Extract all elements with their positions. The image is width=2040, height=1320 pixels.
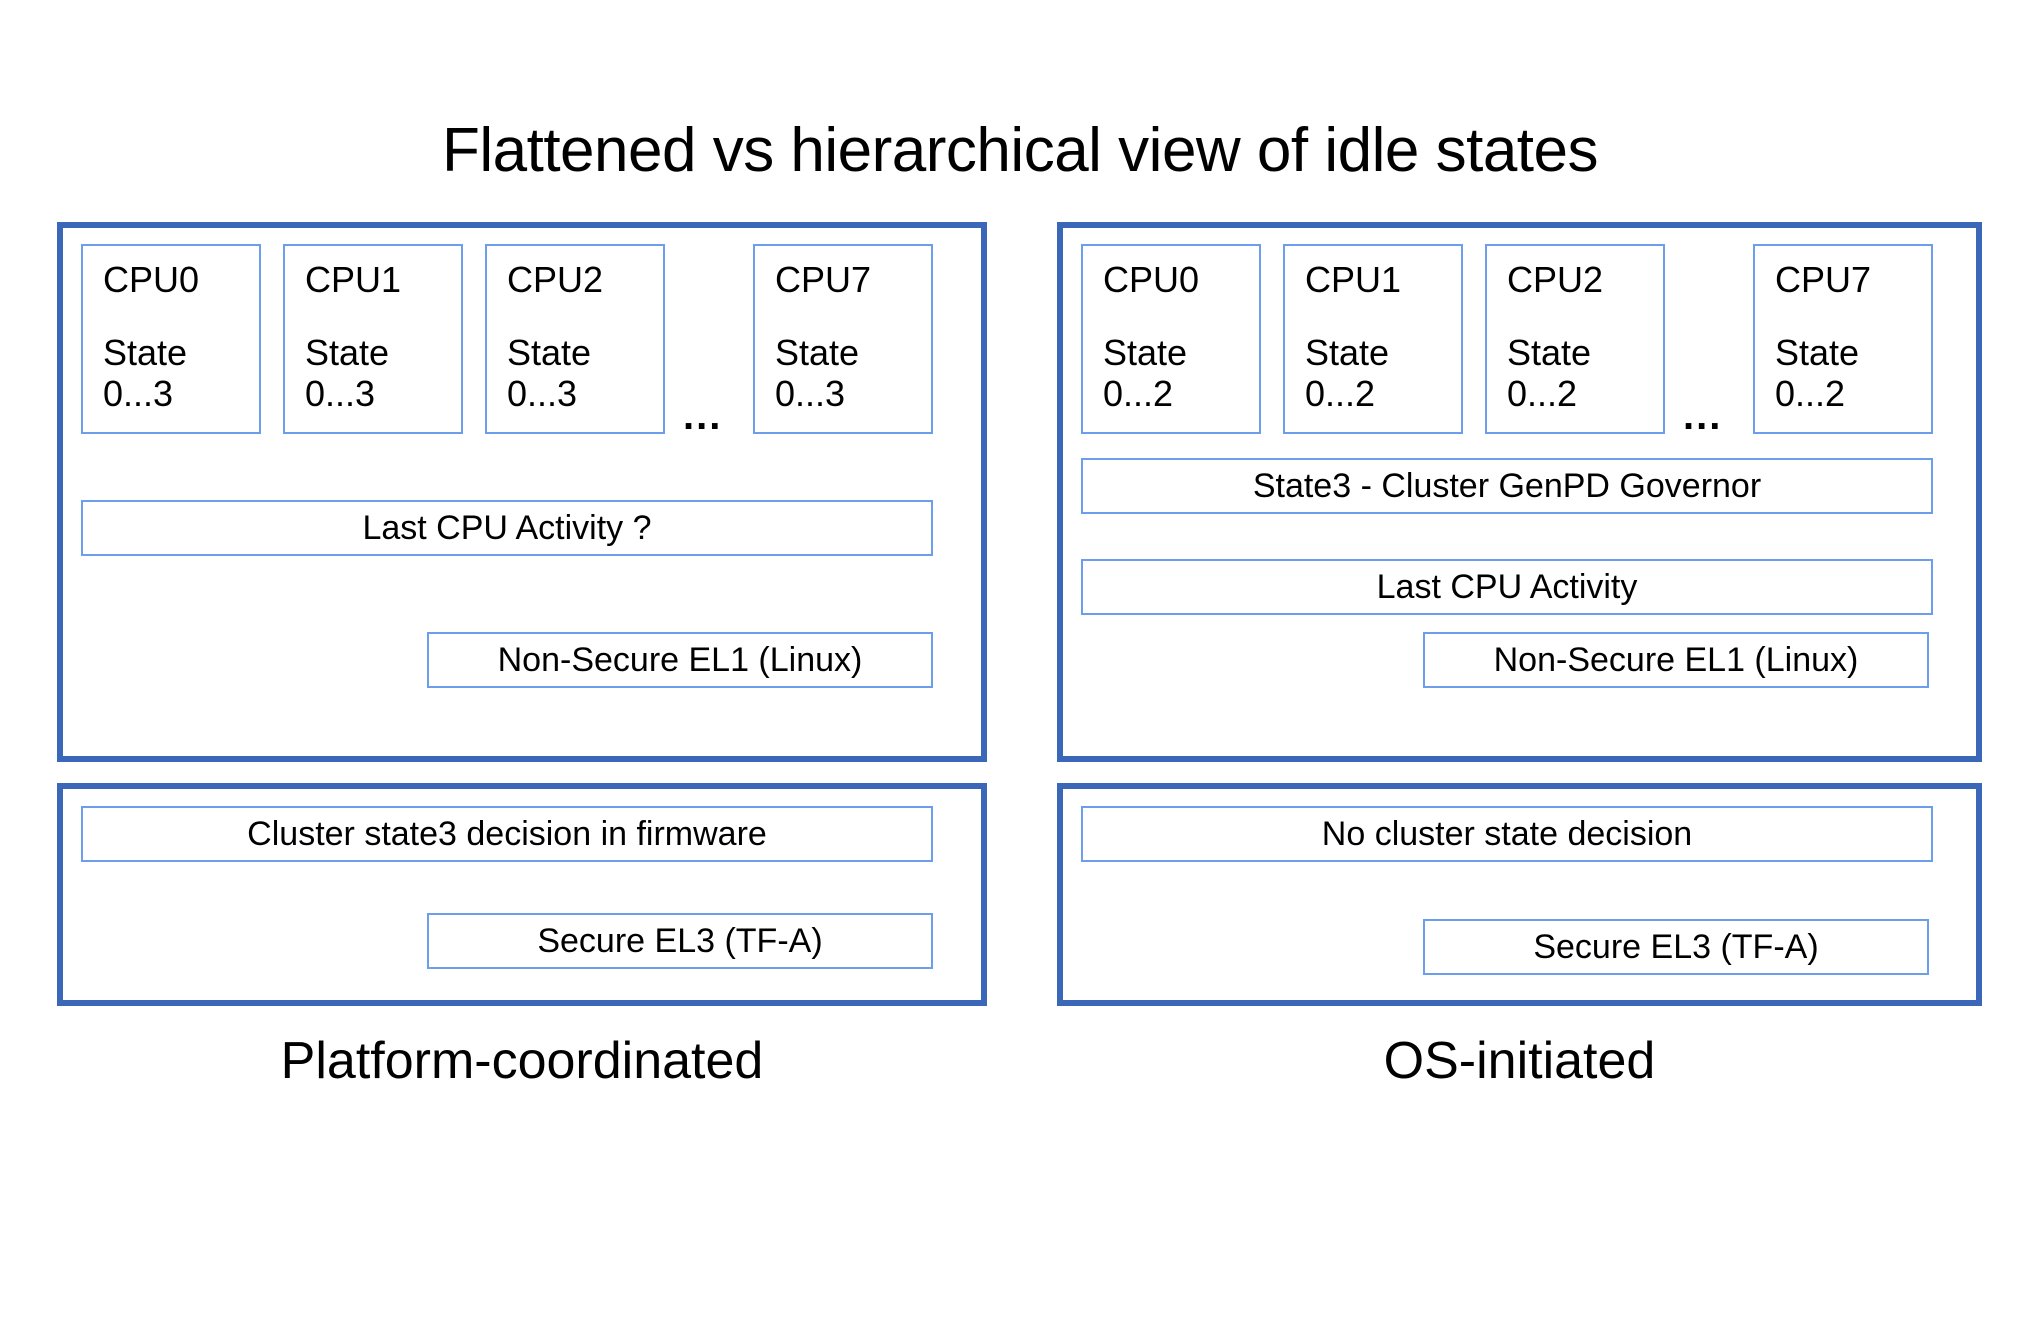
- left-cpu-card-2: CPU2 State 0...3: [485, 244, 665, 434]
- cpu-state-label: State 0...3: [305, 332, 390, 414]
- right-el3-panel: No cluster state decision Secure EL3 (TF…: [1057, 783, 1982, 1006]
- cpu-state-label: State 0...2: [1775, 332, 1860, 414]
- left-el3-panel: Cluster state3 decision in firmware Secu…: [57, 783, 987, 1006]
- bar-label: No cluster state decision: [1321, 815, 1693, 853]
- bar-label: Last CPU Activity: [1376, 568, 1638, 606]
- cpu-name-label: CPU1: [1305, 259, 1402, 300]
- el3-label: Secure EL3 (TF-A): [1533, 928, 1819, 966]
- right-cpu-card-1: CPU1 State 0...2: [1283, 244, 1463, 434]
- right-el1-panel: CPU0 State 0...2 CPU1 State 0...2 CPU2 S…: [1057, 222, 1982, 762]
- right-cpu-card-0: CPU0 State 0...2: [1081, 244, 1261, 434]
- left-non-secure-el1-badge: Non-Secure EL1 (Linux): [427, 632, 933, 688]
- right-panel-caption: OS-initiated: [1383, 1032, 1656, 1090]
- left-cpu-card-0: CPU0 State 0...3: [81, 244, 261, 434]
- left-firmware-decision-bar: Cluster state3 decision in firmware: [81, 806, 933, 862]
- el1-label: Non-Secure EL1 (Linux): [1493, 641, 1859, 679]
- cpu-name-label: CPU0: [103, 259, 200, 300]
- cpu-state-label: State 0...2: [1305, 332, 1390, 414]
- cpu-state-label: State 0...2: [1103, 332, 1188, 414]
- cpu-state-label: State 0...3: [775, 332, 860, 414]
- el1-label: Non-Secure EL1 (Linux): [497, 641, 863, 679]
- right-no-cluster-decision-bar: No cluster state decision: [1081, 806, 1933, 862]
- right-cpu-ellipsis: ...: [1683, 394, 1723, 438]
- cpu-name-label: CPU2: [1507, 259, 1604, 300]
- right-secure-el3-badge: Secure EL3 (TF-A): [1423, 919, 1929, 975]
- cpu-state-label: State 0...3: [103, 332, 188, 414]
- left-panel-caption: Platform-coordinated: [280, 1032, 764, 1090]
- right-non-secure-el1-badge: Non-Secure EL1 (Linux): [1423, 632, 1929, 688]
- left-last-cpu-activity-bar: Last CPU Activity ?: [81, 500, 933, 556]
- right-cluster-genpd-governor-bar: State3 - Cluster GenPD Governor: [1081, 458, 1933, 514]
- right-cpu-card-7: CPU7 State 0...2: [1753, 244, 1933, 434]
- cpu-name-label: CPU2: [507, 259, 604, 300]
- left-secure-el3-badge: Secure EL3 (TF-A): [427, 913, 933, 969]
- cpu-name-label: CPU0: [1103, 259, 1200, 300]
- cpu-name-label: CPU1: [305, 259, 402, 300]
- left-el1-panel: CPU0 State 0...3 CPU1 State 0...3 CPU2 S…: [57, 222, 987, 762]
- el3-label: Secure EL3 (TF-A): [537, 922, 823, 960]
- cpu-state-label: State 0...3: [507, 332, 592, 414]
- bar-label: Cluster state3 decision in firmware: [247, 815, 767, 853]
- left-cpu-ellipsis: ...: [683, 394, 723, 438]
- right-last-cpu-activity-bar: Last CPU Activity: [1081, 559, 1933, 615]
- left-cpu-card-1: CPU1 State 0...3: [283, 244, 463, 434]
- cpu-name-label: CPU7: [775, 259, 872, 300]
- bar-label: Last CPU Activity ?: [362, 509, 652, 547]
- cpu-state-label: State 0...2: [1507, 332, 1592, 414]
- right-cpu-card-2: CPU2 State 0...2: [1485, 244, 1665, 434]
- bar-label: State3 - Cluster GenPD Governor: [1252, 467, 1762, 505]
- left-cpu-card-7: CPU7 State 0...3: [753, 244, 933, 434]
- page-title: Flattened vs hierarchical view of idle s…: [441, 116, 1599, 185]
- cpu-name-label: CPU7: [1775, 259, 1872, 300]
